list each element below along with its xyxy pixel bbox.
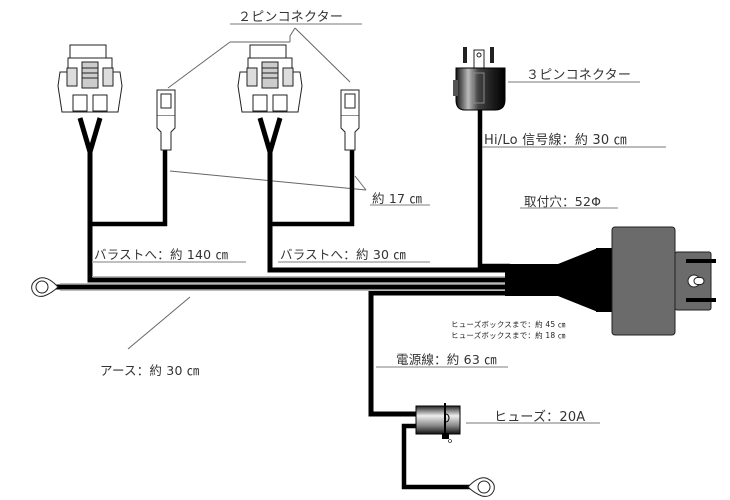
label-underlines	[92, 81, 666, 424]
label-ground: アース：約 30 ㎝	[100, 363, 200, 378]
leader-17cm-b	[354, 175, 367, 191]
harness-boot	[505, 248, 612, 312]
leader-2pin-a	[167, 41, 231, 89]
wire-right-terminal	[272, 150, 355, 227]
label-mount-hole: 取付穴：52Φ	[524, 194, 602, 209]
label-ballast-30: バラストへ：約 30 ㎝	[280, 247, 407, 262]
leader-ground	[127, 296, 191, 350]
left-terminal-icon	[156, 89, 176, 151]
fuse-holder-icon	[415, 403, 461, 443]
wire-battery	[401, 423, 470, 490]
label-three-pin-connector: ３ピンコネクター	[526, 68, 632, 83]
label-ballast-140: バラストへ：約 140 ㎝	[94, 247, 229, 262]
relay-unit-icon	[611, 226, 716, 336]
wire-power	[368, 290, 510, 417]
wire-left-terminal	[92, 150, 168, 227]
wire-hilo	[477, 110, 510, 269]
label-fuse: ヒューズ：20A	[494, 410, 586, 425]
wire-left-coupler-v	[77, 117, 103, 161]
battery-ring-terminal-icon	[467, 477, 495, 497]
ground-ring-terminal-icon	[31, 277, 59, 297]
label-length-17: 約 17 ㎝	[372, 191, 423, 206]
left-coupler-icon	[57, 44, 123, 113]
keyhole-icon	[687, 274, 705, 288]
wire-ballast-140	[87, 150, 510, 283]
leader-2pin-c	[289, 27, 296, 42]
label-hilo-signal: Hi/Lo 信号線：約 30 ㎝	[484, 133, 627, 148]
label-fusebox-18: ヒューズボックスまで：約 18 ㎝	[451, 331, 566, 340]
label-power-line: 電源線：約 63 ㎝	[396, 352, 497, 367]
wire-right-coupler-v	[257, 117, 283, 161]
leader-2pin-d	[294, 27, 351, 83]
wire-ballast-30	[267, 150, 510, 273]
wires	[55, 110, 510, 490]
label-two-pin-connector: ２ピンコネクター	[238, 10, 344, 25]
wire-highlights	[60, 276, 505, 291]
label-fusebox-45: ヒューズボックスまで：約 45 ㎝	[451, 320, 566, 329]
right-terminal-icon	[340, 89, 360, 151]
right-coupler-icon	[237, 44, 303, 113]
three-pin-plug-icon	[453, 47, 506, 111]
